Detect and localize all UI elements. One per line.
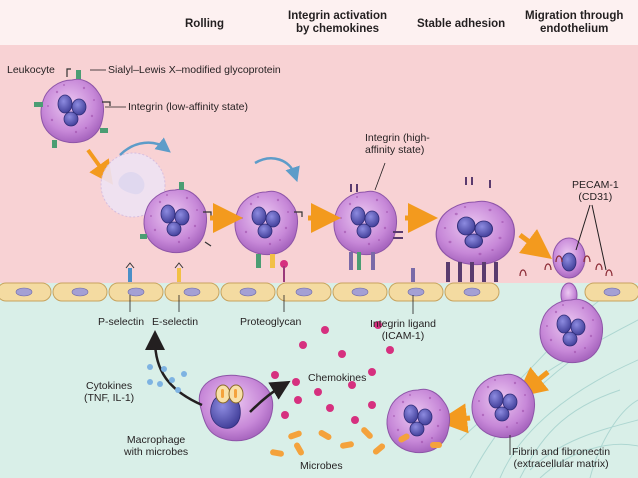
label-p-selectin: P-selectin xyxy=(98,316,145,328)
chemokine-droplets xyxy=(271,321,394,424)
stage-stable-adhesion: Stable adhesion xyxy=(417,18,506,30)
label-fibrin: Fibrin and fibronectin (extracellular ma… xyxy=(512,446,611,470)
label-integrin-ligand: Integrin ligand (ICAM-1) xyxy=(370,318,436,342)
label-pecam: PECAM-1 (CD31) xyxy=(572,179,619,203)
label-integrin-high: Integrin (high- affinity state) xyxy=(365,132,430,156)
pecam-molecules xyxy=(519,255,613,277)
label-macrophage: Macrophage with microbes xyxy=(124,434,189,458)
leukocyte-rolling-1 xyxy=(140,182,212,253)
free-microbes xyxy=(270,427,386,457)
label-proteoglycan: Proteoglycan xyxy=(240,316,302,328)
cytokine-arrow xyxy=(145,330,203,407)
pecam-pointer xyxy=(575,204,607,271)
stage-arrows xyxy=(210,203,552,259)
migration-arrow-2 xyxy=(437,403,471,434)
flow-arrow-1 xyxy=(86,148,114,185)
stage-migration: Migration through endothelium xyxy=(525,10,624,35)
chemokine-arrow xyxy=(249,380,291,413)
endothelial-molecules xyxy=(125,262,415,282)
ghost-cell xyxy=(100,152,166,218)
chemokine-bound xyxy=(280,260,288,268)
label-integrin-low: Integrin (low-affinity state) xyxy=(128,101,249,113)
leukocyte-activated xyxy=(334,184,403,270)
label-chemokines: Chemokines xyxy=(308,372,367,384)
rolling-arrow-2 xyxy=(254,157,300,183)
header-band xyxy=(0,0,638,45)
cytokine-dots xyxy=(147,364,187,393)
leukocyte-adhered xyxy=(436,201,514,264)
label-sialyl-lewis: Sialyl–Lewis X–modified glycoprotein xyxy=(108,64,281,76)
label-leukocyte: Leukocyte xyxy=(7,64,55,76)
phagocytosed-microbes xyxy=(398,433,442,448)
rolling-arrow-1 xyxy=(119,137,171,156)
leukocyte-in-tissue-1 xyxy=(472,374,534,437)
leader-lines xyxy=(90,69,511,455)
label-microbes: Microbes xyxy=(300,460,343,472)
label-cytokines: Cytokines (TNF, IL-1) xyxy=(84,380,135,404)
adhesion-integrins xyxy=(446,177,498,282)
leukocyte-free xyxy=(34,68,111,148)
label-e-selectin: E-selectin xyxy=(152,316,199,328)
stage-rolling: Rolling xyxy=(185,18,224,30)
migration-arrow-1 xyxy=(516,366,550,398)
leukocyte-rolling-2 xyxy=(235,191,303,268)
macrophage xyxy=(198,374,274,442)
stage-integrin-activation: Integrin activation by chemokines xyxy=(288,10,388,35)
